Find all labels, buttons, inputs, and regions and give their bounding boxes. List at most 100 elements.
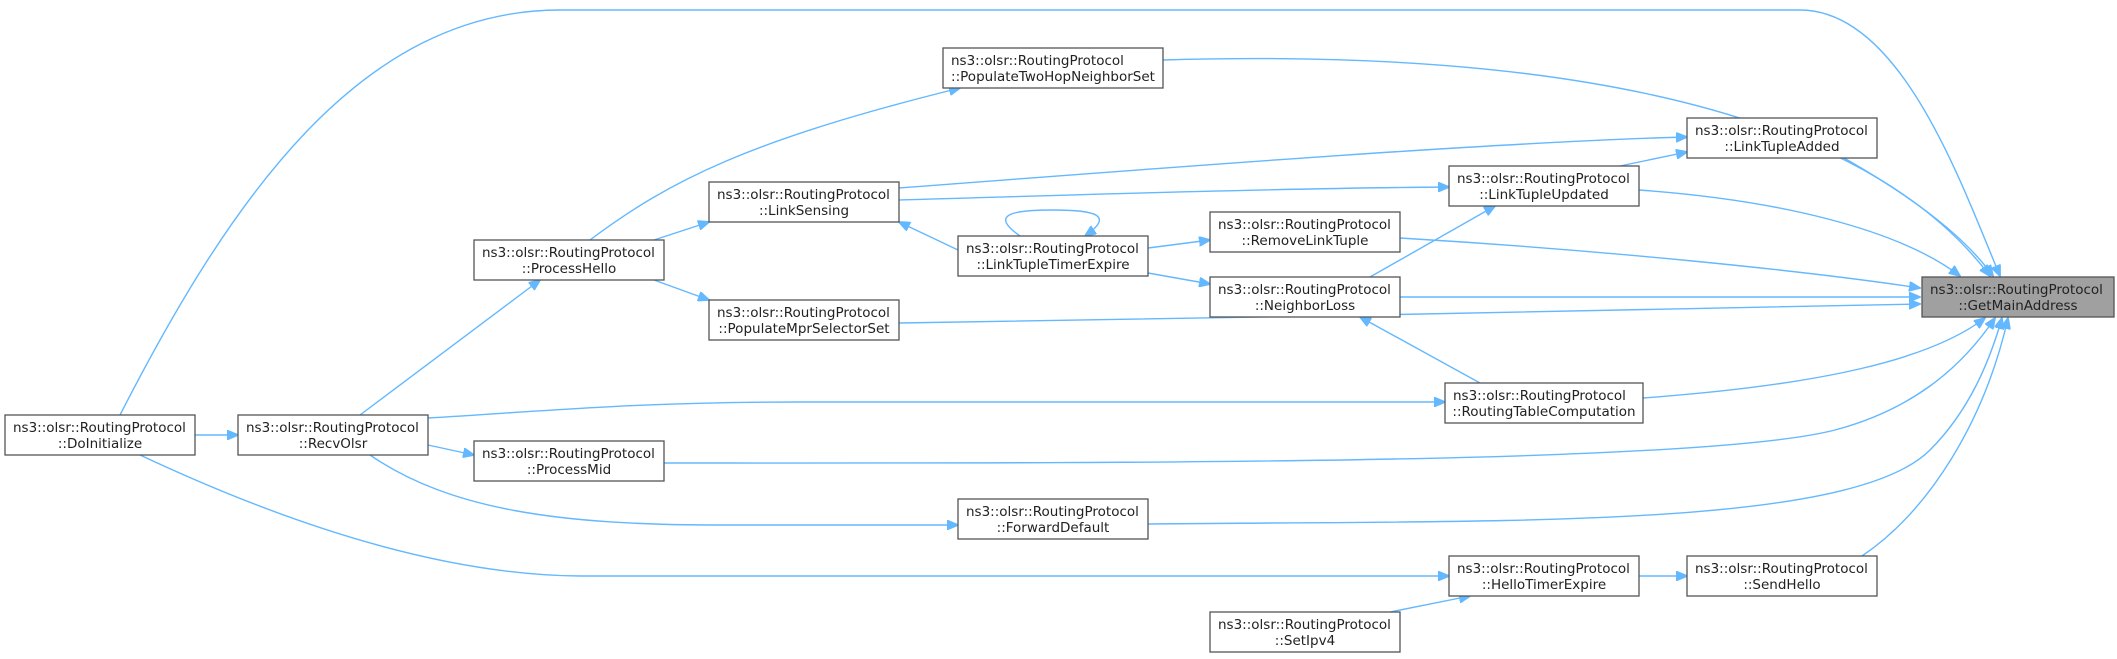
edge-linktupleadded-to-getmainaddress [1843, 157, 1993, 276]
node-routingtablecomputation[interactable]: ns3::olsr::RoutingProtocol::RoutingTable… [1444, 382, 1644, 424]
node-forwarddefault[interactable]: ns3::olsr::RoutingProtocol::ForwardDefau… [957, 498, 1149, 540]
edges-layer [119, 9, 2008, 613]
edge-processmid-to-getmainaddress [663, 318, 1995, 464]
node-linktupleadded[interactable]: ns3::olsr::RoutingProtocol::LinkTupleAdd… [1686, 117, 1878, 159]
node-doinitialize[interactable]: ns3::olsr::RoutingProtocol::DoInitialize [4, 414, 196, 456]
edge-recvolsr-to-forwarddefault [369, 454, 958, 525]
node-populatetwohop[interactable]: ns3::olsr::RoutingProtocol::PopulateTwoH… [942, 47, 1164, 89]
edge-removelinktuple-to-getmainaddress [1399, 237, 1920, 288]
node-namespace-label: ns3::olsr::RoutingProtocol [1930, 282, 2103, 298]
node-box [1686, 117, 1878, 159]
node-sendhello[interactable]: ns3::olsr::RoutingProtocol::SendHello [1686, 555, 1878, 597]
node-removelinktuple[interactable]: ns3::olsr::RoutingProtocol::RemoveLinkTu… [1209, 211, 1401, 253]
edge-processhello-to-linksensing [653, 222, 709, 241]
node-method-label: ::HelloTimerExpire [1482, 577, 1606, 593]
node-method-label: ::RoutingTableComputation [1452, 404, 1635, 420]
edge-neighborloss-to-linktupleupdated [1369, 206, 1495, 278]
node-box [957, 498, 1149, 540]
node-linksensing[interactable]: ns3::olsr::RoutingProtocol::LinkSensing [708, 181, 900, 223]
edge-routingtablecomputation-to-getmainaddress [1642, 318, 1985, 399]
edge-forwarddefault-to-getmainaddress [1147, 318, 2002, 525]
node-method-label: ::ForwardDefault [997, 520, 1110, 536]
node-namespace-label: ns3::olsr::RoutingProtocol [1453, 388, 1626, 404]
nodes-layer: ns3::olsr::RoutingProtocol::GetMainAddre… [4, 47, 2115, 653]
node-method-label: ::LinkTupleAdded [1724, 139, 1839, 155]
node-processhello[interactable]: ns3::olsr::RoutingProtocol::ProcessHello [473, 239, 665, 281]
edge-setipv4-to-hellotimerexpire [1389, 596, 1470, 613]
edge-linktupletimerexpire-to-linktupletimerexpire [1005, 209, 1100, 236]
node-box [1444, 382, 1644, 424]
edge-processhello-to-populatemprselector [653, 279, 709, 300]
edge-routingtablecomputation-to-neighborloss [1360, 317, 1481, 384]
node-namespace-label: ns3::olsr::RoutingProtocol [13, 420, 186, 436]
node-method-label: ::PopulateMprSelectorSet [718, 321, 889, 337]
edge-linktupletimerexpire-to-removelinktuple [1147, 240, 1210, 249]
node-method-label: ::PopulateTwoHopNeighborSet [951, 69, 1155, 85]
edge-linktupletimerexpire-to-neighborloss [1147, 272, 1210, 284]
node-method-label: ::ProcessHello [522, 261, 617, 277]
edge-linktupleupdated-to-linktupleadded [1619, 152, 1687, 167]
node-namespace-label: ns3::olsr::RoutingProtocol [1218, 217, 1391, 233]
node-linktupleupdated[interactable]: ns3::olsr::RoutingProtocol::LinkTupleUpd… [1448, 165, 1640, 207]
node-populatemprselector[interactable]: ns3::olsr::RoutingProtocol::PopulateMprS… [708, 299, 900, 341]
node-namespace-label: ns3::olsr::RoutingProtocol [246, 420, 419, 436]
node-namespace-label: ns3::olsr::RoutingProtocol [1457, 171, 1630, 187]
node-namespace-label: ns3::olsr::RoutingProtocol [717, 305, 890, 321]
edge-linksensing-to-linktupleadded [898, 137, 1687, 189]
node-namespace-label: ns3::olsr::RoutingProtocol [966, 241, 1139, 257]
node-namespace-label: ns3::olsr::RoutingProtocol [1695, 561, 1868, 577]
edge-recvolsr-to-processhello [359, 280, 540, 416]
node-box [1448, 555, 1640, 597]
node-box [1209, 211, 1401, 253]
node-box [4, 414, 196, 456]
node-box [1921, 276, 2115, 318]
node-method-label: ::NeighborLoss [1255, 298, 1355, 314]
node-recvolsr[interactable]: ns3::olsr::RoutingProtocol::RecvOlsr [237, 414, 429, 456]
edge-processhello-to-populatetwohop [589, 88, 960, 241]
edge-recvolsr-to-processmid [427, 444, 474, 455]
node-box [708, 299, 900, 341]
node-box [1209, 611, 1401, 653]
node-method-label: ::LinkSensing [759, 203, 849, 219]
node-box [1686, 555, 1878, 597]
edge-doinitialize-to-getmainaddress [119, 9, 2000, 416]
node-box [708, 181, 900, 223]
node-box [473, 440, 665, 482]
edge-linktupleupdated-to-getmainaddress [1638, 189, 1960, 276]
node-method-label: ::GetMainAddress [1958, 298, 2077, 314]
node-box [237, 414, 429, 456]
node-namespace-label: ns3::olsr::RoutingProtocol [717, 187, 890, 203]
node-box [1448, 165, 1640, 207]
node-method-label: ::RemoveLinkTuple [1242, 233, 1369, 249]
edge-linktupletimerexpire-to-linksensing [899, 222, 959, 251]
node-namespace-label: ns3::olsr::RoutingProtocol [1457, 561, 1630, 577]
node-namespace-label: ns3::olsr::RoutingProtocol [1218, 282, 1391, 298]
node-method-label: ::RecvOlsr [299, 436, 368, 452]
node-namespace-label: ns3::olsr::RoutingProtocol [966, 504, 1139, 520]
node-method-label: ::LinkTupleUpdated [1479, 187, 1609, 203]
node-method-label: ::SendHello [1743, 577, 1820, 593]
node-box [473, 239, 665, 281]
node-processmid[interactable]: ns3::olsr::RoutingProtocol::ProcessMid [473, 440, 665, 482]
node-namespace-label: ns3::olsr::RoutingProtocol [1218, 617, 1391, 633]
node-method-label: ::ProcessMid [527, 462, 611, 478]
node-box [957, 235, 1149, 277]
node-method-label: ::DoInitialize [58, 436, 142, 452]
edge-doinitialize-to-hellotimerexpire [139, 454, 1449, 576]
edge-recvolsr-to-routingtablecomputation [427, 402, 1445, 419]
node-getmainaddress[interactable]: ns3::olsr::RoutingProtocol::GetMainAddre… [1921, 276, 2115, 318]
edge-sendhello-to-getmainaddress [1861, 318, 2008, 557]
node-namespace-label: ns3::olsr::RoutingProtocol [482, 446, 655, 462]
node-hellotimerexpire[interactable]: ns3::olsr::RoutingProtocol::HelloTimerEx… [1448, 555, 1640, 597]
node-namespace-label: ns3::olsr::RoutingProtocol [1695, 123, 1868, 139]
node-neighborloss[interactable]: ns3::olsr::RoutingProtocol::NeighborLoss [1209, 276, 1401, 318]
node-method-label: ::SetIpv4 [1275, 633, 1335, 649]
node-method-label: ::LinkTupleTimerExpire [976, 257, 1129, 273]
node-setipv4[interactable]: ns3::olsr::RoutingProtocol::SetIpv4 [1209, 611, 1401, 653]
edge-populatemprselector-to-getmainaddress [898, 304, 1920, 324]
edge-linksensing-to-linktupleupdated [898, 187, 1449, 201]
node-namespace-label: ns3::olsr::RoutingProtocol [951, 53, 1124, 69]
node-box [1209, 276, 1401, 318]
node-linktupletimerexpire[interactable]: ns3::olsr::RoutingProtocol::LinkTupleTim… [957, 235, 1149, 277]
